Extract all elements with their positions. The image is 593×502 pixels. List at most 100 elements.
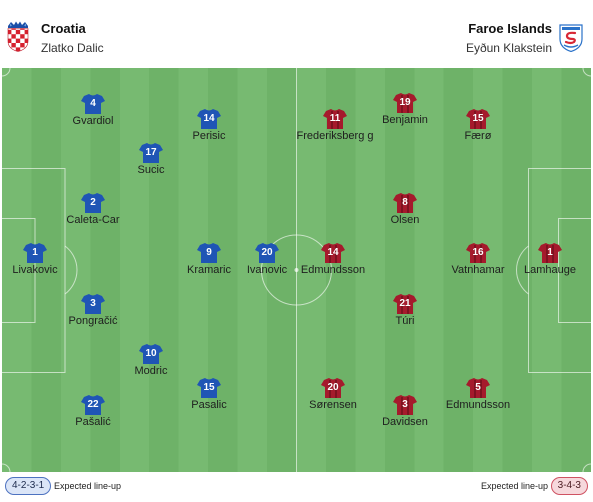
pitch-markings	[2, 68, 591, 472]
player-name: Edmundsson	[300, 264, 366, 276]
player-number: 5	[475, 382, 481, 393]
jersey-icon: 15	[466, 108, 490, 130]
player-number: 8	[402, 197, 408, 208]
player-number: 17	[145, 147, 157, 158]
jersey-icon: 4	[81, 93, 105, 115]
jersey-icon: 15	[197, 377, 221, 399]
corner-arc-bottom-right	[582, 463, 591, 472]
away-player[interactable]: 14 Edmundsson	[283, 242, 383, 277]
player-number: 2	[90, 197, 96, 208]
player-name: Vatnhamar	[451, 264, 505, 276]
player-name: Livakovic	[12, 264, 58, 276]
jersey-icon: 14	[197, 108, 221, 130]
player-number: 4	[90, 98, 96, 109]
jersey-icon: 22	[81, 394, 105, 416]
jersey-icon: 10	[139, 343, 163, 365]
away-player[interactable]: 15 Færø	[428, 108, 528, 143]
player-number: 3	[402, 399, 408, 410]
away-player[interactable]: 8 Olsen	[355, 192, 455, 227]
player-name: Túri	[395, 315, 415, 327]
player-name: Benjamin	[382, 114, 428, 126]
player-number: 3	[90, 298, 96, 309]
player-number: 16	[472, 247, 484, 258]
center-spot	[294, 268, 299, 272]
home-player[interactable]: 17 Sucic	[101, 142, 201, 177]
away-player[interactable]: 5 Edmundsson	[428, 377, 528, 412]
player-number: 14	[327, 247, 339, 258]
jersey-icon: 11	[323, 108, 347, 130]
player-name: Pasalic	[191, 399, 227, 411]
home-lineup-status: Expected line-up	[54, 481, 122, 491]
corner-arc-bottom-left	[2, 463, 11, 472]
jersey-icon: 16	[466, 242, 490, 264]
player-number: 15	[203, 382, 215, 393]
jersey-icon: 1	[538, 242, 562, 264]
player-name: Sørensen	[309, 399, 357, 411]
home-player[interactable]: 4 Gvardiol	[43, 93, 143, 128]
away-coach-name[interactable]: Eyðun Klakstein	[465, 41, 552, 55]
player-name: Pašalić	[75, 416, 111, 428]
home-player[interactable]: 22 Pašalić	[43, 394, 143, 429]
home-player[interactable]: 15 Pasalic	[159, 377, 259, 412]
jersey-icon: 8	[393, 192, 417, 214]
home-player[interactable]: 9 Kramaric	[159, 242, 259, 277]
home-team-name[interactable]: Croatia	[41, 21, 86, 36]
player-name: Lamhauge	[524, 264, 576, 276]
player-name: Caleta-Car	[66, 214, 120, 226]
jersey-icon: 19	[393, 92, 417, 114]
jersey-icon: 14	[321, 242, 345, 264]
croatia-crest-icon[interactable]	[7, 21, 29, 52]
jersey-icon: 9	[197, 242, 221, 264]
player-number: 21	[399, 298, 411, 309]
jersey-icon: 5	[466, 377, 490, 399]
away-formation-badge: 3-4-3	[550, 477, 588, 495]
player-name: Færø	[464, 130, 492, 142]
jersey-icon: 17	[139, 142, 163, 164]
corner-arc-top-right	[582, 68, 591, 77]
away-player[interactable]: 3 Davidsen	[355, 394, 455, 429]
jersey-icon: 2	[81, 192, 105, 214]
player-number: 1	[547, 247, 553, 258]
jersey-icon: 3	[393, 394, 417, 416]
player-number: 19	[399, 97, 411, 108]
player-number: 22	[87, 399, 99, 410]
faroe-islands-crest-icon[interactable]	[559, 23, 583, 53]
player-name: Davidsen	[382, 416, 428, 428]
player-number: 11	[329, 113, 341, 124]
away-player[interactable]: 19 Benjamin	[355, 92, 455, 127]
jersey-icon: 3	[81, 293, 105, 315]
away-player[interactable]: 1 Lamhauge	[500, 242, 593, 277]
player-name: Olsen	[390, 214, 420, 226]
away-player[interactable]: 16 Vatnhamar	[428, 242, 528, 277]
center-circle	[261, 234, 332, 306]
player-number: 10	[145, 348, 157, 359]
away-player[interactable]: 11 Frederiksberg g	[285, 108, 385, 143]
away-lineup-status: Expected line-up	[480, 481, 548, 491]
home-penalty-arc	[64, 245, 78, 295]
home-player[interactable]: 14 Perisic	[159, 108, 259, 143]
home-coach-name[interactable]: Zlatko Dalic	[41, 41, 104, 55]
player-name: Gvardiol	[72, 115, 114, 127]
home-player[interactable]: 1 Livakovic	[0, 242, 85, 277]
player-name: Modric	[134, 365, 168, 377]
jersey-icon: 1	[23, 242, 47, 264]
player-number: 9	[206, 247, 212, 258]
jersey-icon: 21	[393, 293, 417, 315]
home-player[interactable]: 3 Pongračić	[43, 293, 143, 328]
home-player[interactable]: 10 Modric	[101, 343, 201, 378]
home-player[interactable]: 20 Ivanovic	[217, 242, 317, 277]
away-team-name[interactable]: Faroe Islands	[468, 21, 552, 36]
corner-arc-top-left	[2, 68, 11, 77]
away-goal-area	[558, 218, 591, 323]
home-formation-badge: 4-2-3-1	[5, 477, 52, 495]
player-name: Kramaric	[186, 264, 231, 276]
home-player[interactable]: 2 Caleta-Car	[43, 192, 143, 227]
away-penalty-arc	[516, 245, 529, 295]
jersey-icon: 20	[321, 377, 345, 399]
player-name: Edmundsson	[445, 399, 511, 411]
player-number: 20	[327, 382, 339, 393]
away-player[interactable]: 21 Túri	[355, 293, 455, 328]
away-player[interactable]: 20 Sørensen	[283, 377, 383, 412]
away-penalty-area	[528, 168, 591, 373]
player-number: 20	[261, 247, 273, 258]
